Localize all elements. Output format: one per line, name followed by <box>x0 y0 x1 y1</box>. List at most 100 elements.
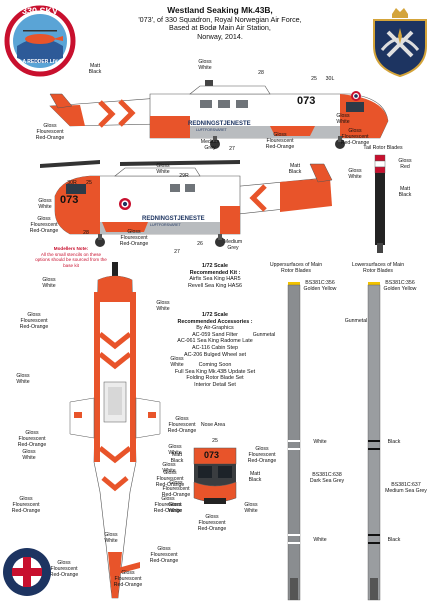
rotor-upper-ds: BS381C:638 Dark Sea Grey <box>309 472 345 484</box>
top-label-gloss-fluor-7: Gloss Flourescent Red-Orange <box>149 546 179 564</box>
note-heading: Modellers Note: <box>53 246 89 251</box>
acc-item-1: AC-059 Sand Filter <box>192 331 238 338</box>
acc-coming: Coming Soon <box>198 362 232 369</box>
helo1-label-gloss-fluor-left: Gloss Flourescent Red-Orange <box>35 123 65 141</box>
title-line3: Based at Bodø Main Air Station, <box>169 23 271 33</box>
nose-gloss-fluor-3: Gloss Flourescent Red-Orange <box>197 514 227 532</box>
helo1-label-gloss-white-top: Gloss White <box>198 59 212 71</box>
helo1-rescue-sub: LUFTFORSVARET <box>196 128 227 132</box>
nose-area-view <box>193 447 237 504</box>
badge-top-text: 330 SKV <box>21 6 59 16</box>
rotor-upper-tip: BS381C:356 Golden Yellow <box>303 280 337 292</box>
acc-coming-3: Interior Detail Set <box>194 381 236 388</box>
rotor-upper-gunmetal: Gunmetal <box>252 332 276 338</box>
helo2-label-num-28: 28 <box>83 230 89 236</box>
nose-gloss-white-2: Gloss White <box>244 502 258 514</box>
helo1-label-gloss-fluor-bottom: Gloss Flourescent Red-Orange <box>265 132 295 150</box>
nose-title: Nose Area <box>200 422 226 428</box>
modellers-note: Modellers Note: All the small stencils o… <box>26 246 116 268</box>
helo2-label-matt-black: Matt Black <box>288 163 302 175</box>
rotor-upper-title: Uppersurfaces of Main Rotor Blades <box>269 262 323 274</box>
title-line1: Westland Seaking Mk.43B, <box>167 5 273 15</box>
rotor-lower-tip: BS381C:356 Golden Yellow <box>383 280 417 292</box>
helo2-label-gloss-fluor-mid: Gloss Flourescent Red-Orange <box>119 229 149 247</box>
top-label-gloss-white-3: Gloss White <box>16 373 30 385</box>
helo1-reg: 073 <box>297 95 316 107</box>
acc-coming-1: Full Sea King Mk.43B Update Set <box>174 368 256 375</box>
nose-reg: 073 <box>204 450 220 460</box>
badge-bottom-text: A REDDER LIV <box>22 59 58 65</box>
top-label-gloss-white-8: Gloss White <box>104 532 118 544</box>
helo1-label-medium-grey: Medium Grey <box>200 139 220 151</box>
rotor-lower-black-1: Black <box>387 439 401 445</box>
title-line4: Norway, 2014. <box>197 31 243 41</box>
helo1-label-num-27: 27 <box>229 146 235 152</box>
tail-rotor-gloss-red: Gloss Red <box>398 158 412 170</box>
helo2-label-num-25: 25 <box>86 180 92 186</box>
brand-logo <box>3 548 51 596</box>
helo2-label-num-29r: 29R <box>179 173 189 179</box>
rotor-blade-upper <box>287 282 301 601</box>
rotor-upper-white-1: White <box>313 439 327 445</box>
rotor-lower-gunmetal: Gunmetal <box>344 318 368 324</box>
air-force-crest <box>373 8 427 78</box>
helo2-label-gloss-white-top: Gloss White <box>156 163 170 175</box>
helicopter-side-view-right <box>49 80 389 149</box>
kit-scale: 1/72 Scale <box>201 263 229 269</box>
top-label-gloss-fluor-4: Gloss Flourescent Red-Orange <box>161 480 191 498</box>
note-body: All the small stencils on these options … <box>35 251 107 268</box>
nose-matt-black-2: Matt Black <box>248 471 262 483</box>
rotor-lower-ms: BS381C:637 Medium Sea Grey <box>385 482 427 494</box>
helo1-label-num-25: 25 <box>311 76 317 82</box>
helo2-label-gloss-fluor-left: Gloss Flourescent Red-Orange <box>29 216 59 234</box>
helo1-label-gloss-white-right: Gloss White <box>336 113 350 125</box>
helo1-label-matt-black: Matt Black <box>88 63 102 75</box>
kit-item-2: Revell Sea King HAS6 <box>188 282 242 289</box>
top-label-gloss-white-6: Gloss White <box>168 444 182 456</box>
rotor-lower-title: Lowersurfaces of Main Rotor Blades <box>351 262 405 274</box>
nose-matt-black: Matt Black <box>170 452 184 464</box>
page-title: Westland Seaking Mk.43B, '073', of 330 S… <box>110 6 330 41</box>
tail-rotor-gloss-white: Gloss White <box>348 168 362 180</box>
acc-item-2: AC-061 Sea King Radome Late <box>177 338 253 345</box>
helo2-label-num-30r: 30R <box>67 180 77 186</box>
helicopter-top-view <box>69 262 161 599</box>
nose-gloss-fluor-1: Gloss Flourescent Red-Orange <box>247 446 277 464</box>
top-label-gloss-fluor-1: Gloss Flourescent Red-Orange <box>19 312 49 330</box>
helo2-reg: 073 <box>60 194 79 206</box>
helo2-label-medium-grey: Medium Grey <box>223 239 243 251</box>
acc-coming-2: Folding Rotor Blade Set <box>186 375 244 382</box>
helo1-label-gloss-fluor-right: Gloss Flourescent Red-Orange <box>340 128 370 146</box>
squadron-badge <box>4 5 76 77</box>
top-label-gloss-white-2: Gloss White <box>156 300 170 312</box>
kit-heading: Recommended Kit : <box>189 269 241 276</box>
top-label-gloss-white-5: Gloss White <box>22 449 36 461</box>
top-label-gloss-fluor-2: Gloss Flourescent Red-Orange <box>17 430 47 448</box>
recommended-kit: 1/72 Scale Recommended Kit : Airfix Sea … <box>160 263 270 289</box>
top-label-gloss-white-7: Gloss White <box>162 462 176 474</box>
helo1-rescue-text: REDNINGSTJENESTE <box>188 121 251 127</box>
acc-by: By Air-Graphics <box>196 325 234 332</box>
nose-num-25: 25 <box>212 438 218 444</box>
top-label-gloss-fluor-8: Gloss Flourescent Red-Orange <box>49 560 79 578</box>
helo2-label-gloss-white-left: Gloss White <box>38 198 52 210</box>
rotor-upper-white-2: White <box>313 537 327 543</box>
top-label-gloss-fluor-6: Gloss Flourescent Red-Orange <box>153 496 183 514</box>
recommended-accessories: 1/72 Scale Recommended Accessories : By … <box>155 312 275 389</box>
nose-gloss-fluor-2: Gloss Flourescent Red-Orange <box>155 470 185 488</box>
acc-scale: 1/72 Scale <box>201 312 229 318</box>
helo1-label-num-30l: 30L <box>325 76 335 82</box>
kit-item-1: Airfix Sea King HAR5 <box>189 276 241 283</box>
top-label-gloss-fluor-9: Gloss Flourescent Red-Orange <box>113 570 143 588</box>
rotor-lower-black-2: Black <box>387 537 401 543</box>
acc-item-3: AC-116 Cabin Step <box>191 344 239 351</box>
tail-rotor-title: Tail Rotor Blades <box>363 145 403 151</box>
helo2-rescue-sub: LUFTFORSVARET <box>150 223 181 227</box>
helo2-label-num-26: 26 <box>197 241 203 247</box>
helo2-label-num-27: 27 <box>174 249 180 255</box>
acc-heading: Recommended Accessories : <box>177 318 253 325</box>
tail-rotor-matt-black: Matt Black <box>398 186 412 198</box>
rotor-blade-lower <box>367 282 381 601</box>
nose-gloss-white-1: Gloss White <box>168 502 182 514</box>
title-line2: '073', of 330 Squadron, Royal Norwegian … <box>138 14 302 24</box>
